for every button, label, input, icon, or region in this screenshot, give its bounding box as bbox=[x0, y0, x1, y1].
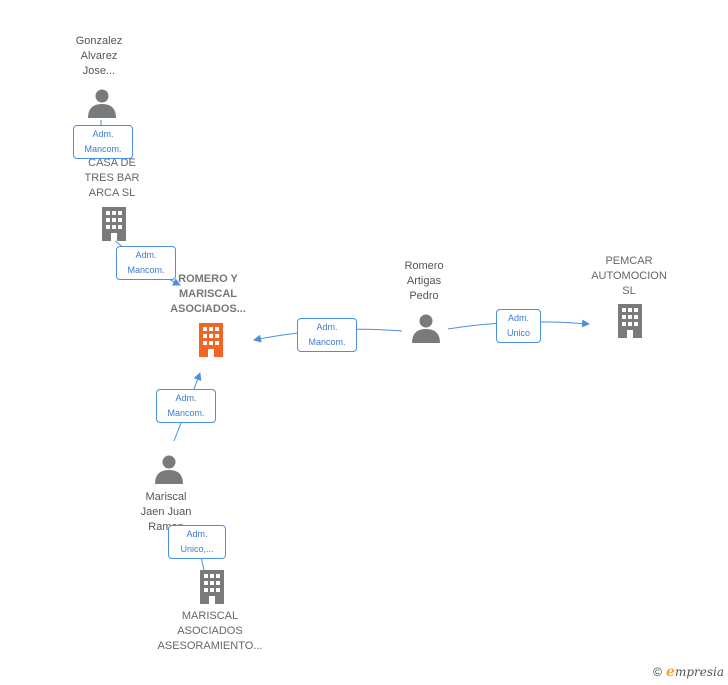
edge-badge-jaen-asociados[interactable]: Adm. Unico,... bbox=[168, 525, 226, 559]
building-icon-focal[interactable] bbox=[196, 323, 226, 357]
node-pemcar-line-2: AUTOMOCION bbox=[591, 270, 667, 282]
node-mariscal-asociados-label[interactable]: MARISCAL ASOCIADOS ASESORAMIENTO... bbox=[150, 609, 270, 654]
node-romero-mariscal-line-2: MARISCAL bbox=[178, 288, 238, 300]
edge-badge-jaen-romero[interactable]: Adm. Mancom. bbox=[156, 389, 216, 423]
logo-text: mpresia bbox=[674, 665, 724, 679]
node-pemcar-line-1: PEMCAR bbox=[605, 255, 653, 267]
badge-line-1: Adm. bbox=[175, 393, 197, 403]
node-gonzalez-line-2: Alvarez bbox=[80, 50, 118, 62]
badge-line-1: Adm. bbox=[135, 250, 157, 260]
node-mariscal-asociados-line-3: ASESORAMIENTO... bbox=[157, 640, 263, 652]
node-gonzalez-line-3: Jose... bbox=[82, 65, 116, 77]
logo-initial: e bbox=[666, 664, 675, 680]
node-romero-artigas-label[interactable]: Romero Artigas Pedro bbox=[384, 259, 464, 304]
badge-line-1: Adm. bbox=[316, 322, 338, 332]
badge-line-1: Adm. bbox=[92, 129, 114, 139]
node-casa-label[interactable]: CASA DE TRES BAR ARCA SL bbox=[72, 156, 152, 201]
node-romero-artigas-line-1: Romero bbox=[404, 260, 444, 272]
badge-line-2: Unico,... bbox=[180, 544, 214, 554]
node-mariscal-jaen-line-1: Mariscal bbox=[145, 491, 187, 503]
building-icon[interactable] bbox=[615, 304, 645, 338]
node-casa-line-3: ARCA SL bbox=[88, 187, 136, 199]
copyright-notice: ©empresia bbox=[653, 664, 724, 680]
badge-line-2: Mancom. bbox=[127, 265, 165, 275]
node-pemcar-label[interactable]: PEMCAR AUTOMOCION SL bbox=[584, 254, 674, 299]
empresia-logo[interactable]: empresia bbox=[666, 664, 724, 680]
node-gonzalez-label[interactable]: Gonzalez Alvarez Jose... bbox=[59, 34, 139, 79]
copyright-symbol: © bbox=[653, 665, 663, 679]
edge-badge-casa-romero[interactable]: Adm. Mancom. bbox=[116, 246, 176, 280]
badge-line-2: Mancom. bbox=[167, 408, 205, 418]
person-icon[interactable] bbox=[154, 454, 184, 484]
node-mariscal-asociados-line-1: MARISCAL bbox=[181, 610, 239, 622]
node-romero-mariscal-line-3: ASOCIADOS... bbox=[170, 303, 246, 315]
edge-badge-artigas-pemcar[interactable]: Adm. Unico bbox=[496, 309, 541, 343]
edge-badge-artigas-romero[interactable]: Adm. Mancom. bbox=[297, 318, 357, 352]
badge-line-1: Adm. bbox=[507, 313, 529, 323]
node-romero-mariscal-line-1: ROMERO Y bbox=[178, 273, 238, 285]
person-icon[interactable] bbox=[411, 313, 441, 343]
node-pemcar-line-3: SL bbox=[622, 285, 636, 297]
node-casa-line-2: TRES BAR bbox=[84, 172, 140, 184]
node-romero-artigas-line-2: Artigas bbox=[406, 275, 442, 287]
badge-line-2: Mancom. bbox=[308, 337, 346, 347]
building-icon[interactable] bbox=[99, 207, 129, 241]
node-romero-mariscal-label[interactable]: ROMERO Y MARISCAL ASOCIADOS... bbox=[158, 272, 258, 317]
building-icon[interactable] bbox=[197, 570, 227, 604]
node-mariscal-asociados-line-2: ASOCIADOS bbox=[177, 625, 243, 637]
badge-line-1: Adm. bbox=[186, 529, 208, 539]
badge-line-2: Unico bbox=[506, 328, 530, 338]
node-gonzalez-line-1: Gonzalez bbox=[75, 35, 123, 47]
node-romero-artigas-line-3: Pedro bbox=[409, 290, 439, 302]
node-mariscal-jaen-line-2: Jaen Juan bbox=[140, 506, 192, 518]
person-icon[interactable] bbox=[87, 88, 117, 118]
node-casa-line-1: CASA DE bbox=[88, 157, 136, 169]
badge-line-2: Mancom. bbox=[84, 144, 122, 154]
edge-badge-gonzalez-casa[interactable]: Adm. Mancom. bbox=[73, 125, 133, 159]
